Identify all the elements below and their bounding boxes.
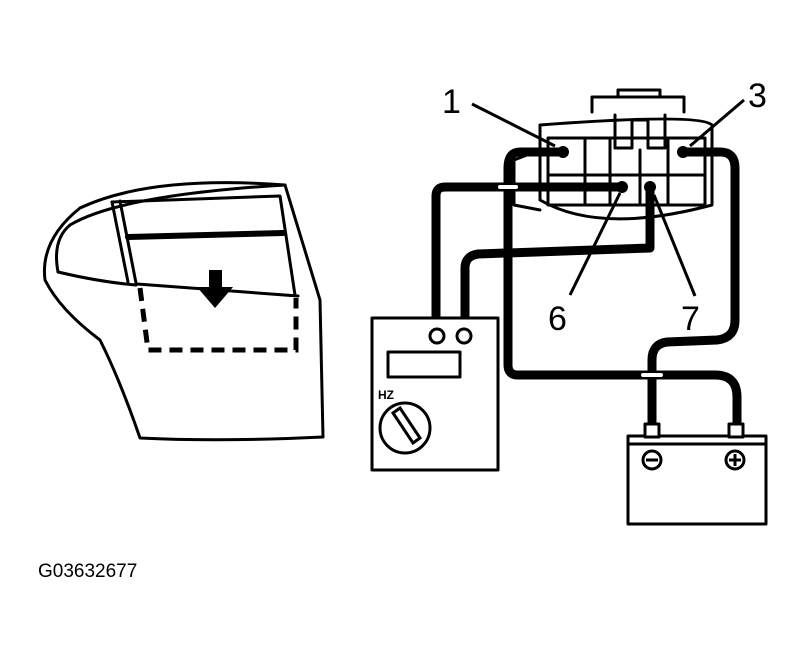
test-leads [431, 147, 742, 429]
meter-dial-pointer-icon [390, 405, 423, 446]
down-arrow-icon [197, 270, 233, 308]
battery-lead-pin-1 [503, 147, 742, 427]
meter-dial-label: HZ [378, 388, 394, 402]
callout-6: 6 [548, 300, 567, 338]
meter-jack-left [428, 327, 446, 345]
door-trim-dashed-outline [137, 287, 299, 353]
battery-negative-terminal-icon [641, 449, 663, 471]
callout-3: 3 [748, 77, 767, 115]
multimeter: HZ [370, 316, 500, 472]
battery [626, 422, 768, 526]
meter-lead-pin-6 [431, 182, 627, 327]
battery-positive-terminal-icon [724, 449, 746, 471]
meter-lead-pin-7 [460, 182, 655, 327]
rear-door-illustration [42, 181, 325, 442]
callouts: 1 3 6 7 [442, 77, 767, 338]
meter-dial [378, 401, 432, 455]
battery-lead-pin-3 [647, 147, 740, 429]
meter-jack-right [455, 327, 473, 345]
meter-display [386, 350, 462, 379]
callout-7: 7 [681, 300, 700, 338]
callout-1: 1 [442, 83, 461, 121]
figure-code: G03632677 [38, 561, 137, 582]
